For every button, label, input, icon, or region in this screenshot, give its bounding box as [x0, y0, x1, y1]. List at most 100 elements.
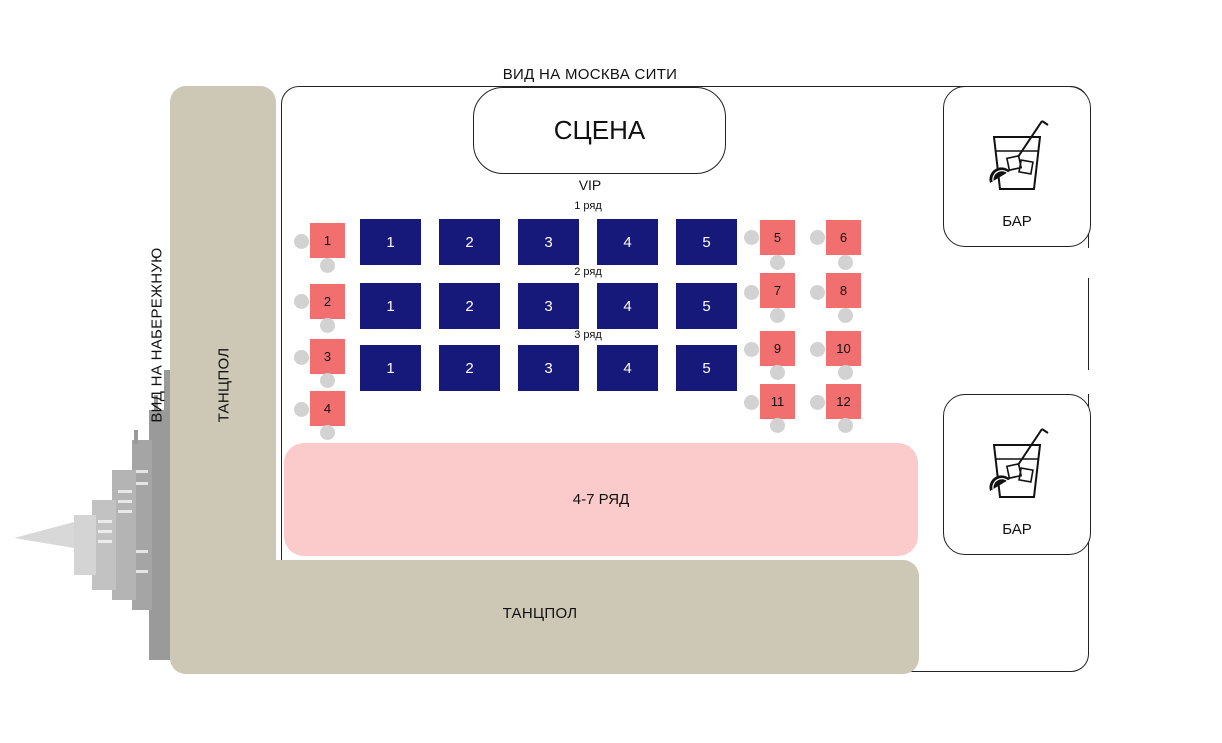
vip-table-number: 2	[465, 359, 474, 377]
chair	[838, 418, 853, 433]
chair	[744, 342, 759, 357]
vip-table-number: 5	[702, 233, 711, 251]
vip-table[interactable]: 3	[518, 283, 579, 329]
rows-4-7-label: 4-7 РЯД	[572, 491, 630, 508]
small-table[interactable]: 4	[310, 391, 345, 426]
chair	[770, 365, 785, 380]
vip-table[interactable]: 3	[518, 219, 579, 265]
vip-table[interactable]: 3	[518, 345, 579, 391]
small-table-number: 7	[773, 283, 782, 298]
vip-table-number: 4	[623, 233, 632, 251]
row-label-2: 2 ряд	[574, 266, 602, 278]
vip-table-number: 3	[544, 359, 553, 377]
small-table-number: 3	[323, 349, 332, 364]
dance-floor-horizontal[interactable]	[170, 560, 919, 674]
vip-table-number: 3	[544, 297, 553, 315]
small-table-number: 8	[839, 283, 848, 298]
vip-table[interactable]: 5	[676, 345, 737, 391]
small-table-number: 1	[323, 233, 332, 248]
vip-table[interactable]: 4	[597, 345, 658, 391]
small-table-number: 6	[839, 230, 848, 245]
bar-bottom[interactable]: БАР	[943, 394, 1091, 555]
vip-table-number: 3	[544, 233, 553, 251]
chair	[838, 255, 853, 270]
chair	[770, 418, 785, 433]
vip-table[interactable]: 1	[360, 283, 421, 329]
small-table-number: 9	[773, 341, 782, 356]
small-table-number: 10	[836, 341, 851, 356]
vip-label: VIP	[578, 177, 602, 193]
dance-floor-vertical-label: ТАНЦПОЛ	[215, 347, 233, 423]
chair	[770, 308, 785, 323]
small-table[interactable]: 1	[310, 223, 345, 258]
vip-table[interactable]: 5	[676, 283, 737, 329]
vip-table[interactable]: 2	[439, 345, 500, 391]
vip-table-number: 1	[386, 297, 395, 315]
vip-table[interactable]: 1	[360, 219, 421, 265]
vip-table-number: 4	[623, 359, 632, 377]
chair	[810, 342, 825, 357]
small-table-number: 2	[323, 294, 332, 309]
embankment-view-label: ВИД НА НАБЕРЕЖНУЮ	[148, 247, 166, 423]
small-table-number: 5	[773, 230, 782, 245]
small-table[interactable]: 6	[826, 220, 861, 255]
small-table[interactable]: 9	[760, 331, 795, 366]
cocktail-icon	[989, 428, 1049, 498]
bar-top[interactable]: БАР	[943, 86, 1091, 247]
small-table[interactable]: 2	[310, 284, 345, 319]
chair	[294, 350, 309, 365]
vip-table[interactable]: 2	[439, 283, 500, 329]
vip-table-number: 5	[702, 297, 711, 315]
chair	[810, 395, 825, 410]
dance-floor-horizontal-label: ТАНЦПОЛ	[502, 605, 578, 622]
moscow-city-view-label: ВИД НА МОСКВА СИТИ	[502, 66, 678, 83]
vip-table-number: 4	[623, 297, 632, 315]
small-table[interactable]: 10	[826, 331, 861, 366]
chair	[744, 230, 759, 245]
chair	[320, 425, 335, 440]
chair	[744, 395, 759, 410]
cocktail-icon	[989, 120, 1049, 190]
bar-label: БАР	[1002, 213, 1032, 230]
rows-4-7-area[interactable]: 4-7 РЯД	[284, 443, 918, 556]
chair	[810, 285, 825, 300]
stage[interactable]: СЦЕНА	[473, 87, 726, 174]
chair	[294, 402, 309, 417]
row-label-1: 1 ряд	[574, 200, 602, 212]
vip-table[interactable]: 1	[360, 345, 421, 391]
chair	[294, 234, 309, 249]
chair	[770, 255, 785, 270]
row-label-3: 3 ряд	[574, 329, 602, 341]
small-table-number: 12	[836, 394, 851, 409]
vip-table[interactable]: 2	[439, 219, 500, 265]
small-table[interactable]: 12	[826, 384, 861, 419]
wall-gap	[1086, 370, 1090, 394]
vip-table-number: 2	[465, 233, 474, 251]
vip-table-number: 2	[465, 297, 474, 315]
bar-label: БАР	[1002, 521, 1032, 538]
vip-table-number: 1	[386, 359, 395, 377]
small-table[interactable]: 8	[826, 273, 861, 308]
vip-table[interactable]: 5	[676, 219, 737, 265]
chair	[320, 373, 335, 388]
small-table[interactable]: 11	[760, 384, 795, 419]
chair	[838, 365, 853, 380]
vip-table[interactable]: 4	[597, 283, 658, 329]
small-table-number: 11	[770, 394, 785, 409]
chair	[294, 294, 309, 309]
chair	[320, 318, 335, 333]
chair	[838, 308, 853, 323]
small-table[interactable]: 3	[310, 339, 345, 374]
vip-table-number: 5	[702, 359, 711, 377]
small-table-number: 4	[323, 401, 332, 416]
skyline-illustration	[14, 370, 174, 660]
chair	[744, 285, 759, 300]
vip-table-number: 1	[386, 233, 395, 251]
vip-table[interactable]: 4	[597, 219, 658, 265]
small-table[interactable]: 5	[760, 220, 795, 255]
wall-gap	[1086, 248, 1090, 278]
chair	[320, 258, 335, 273]
stage-label: СЦЕНА	[553, 115, 646, 145]
chair	[810, 230, 825, 245]
small-table[interactable]: 7	[760, 273, 795, 308]
